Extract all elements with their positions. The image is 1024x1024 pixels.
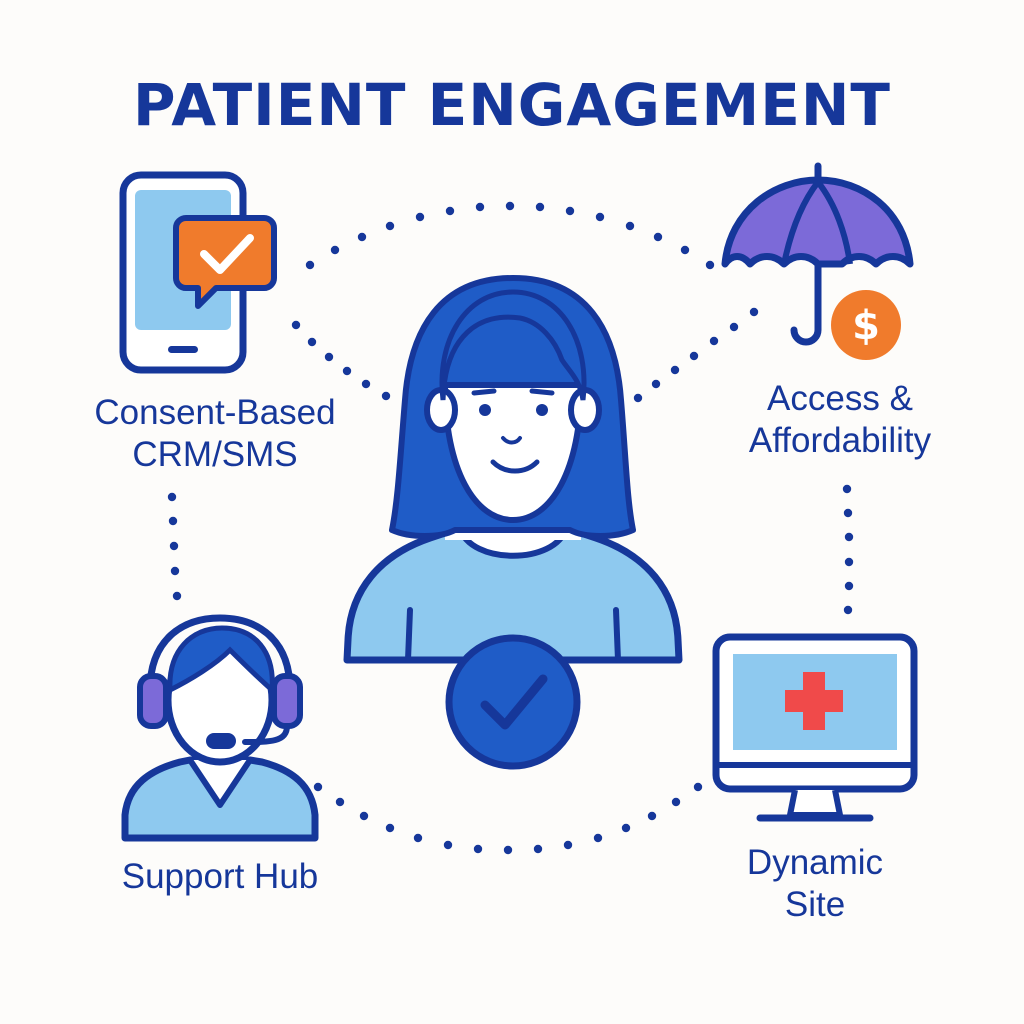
access-label-line1: Access & <box>767 379 913 418</box>
connector-access-to-patient <box>633 307 759 403</box>
dynamic-site-label: Dynamic Site <box>700 842 930 926</box>
support-hub-label: Support Hub <box>70 856 370 898</box>
smartphone-chat-check-icon <box>119 171 277 374</box>
medical-cross-icon <box>785 672 843 730</box>
monitor-medical-cross-icon <box>712 633 918 822</box>
connector-lines <box>167 201 854 855</box>
crm-label-line1: Consent-Based <box>94 393 336 432</box>
dollar-symbol: $ <box>852 303 880 349</box>
check-badge-icon <box>445 634 581 770</box>
chat-bubble-icon <box>173 215 277 309</box>
connector-top-arc <box>305 201 715 270</box>
access-label-line2: Affordability <box>748 421 932 460</box>
patient-avatar-icon <box>343 275 683 770</box>
crm-sms-label: Consent-Based CRM/SMS <box>40 392 390 476</box>
page-title: PATIENT ENGAGEMENT <box>133 71 891 139</box>
site-label-line1: Dynamic <box>746 843 884 882</box>
connector-bottom-arc <box>313 782 703 855</box>
access-affordability-label: Access & Affordability <box>680 378 1000 462</box>
crm-label-line2: CRM/SMS <box>132 435 298 474</box>
site-label-line2: Site <box>784 885 846 924</box>
headset-agent-icon <box>121 614 319 842</box>
check-icon <box>200 234 254 274</box>
connector-right-vertical <box>842 484 854 615</box>
dollar-coin-icon: $ <box>831 290 901 360</box>
connector-left-vertical <box>167 492 182 601</box>
umbrella-dollar-icon: $ <box>721 162 914 360</box>
connector-crm-to-patient <box>291 320 391 401</box>
hub-label-line1: Support Hub <box>121 857 319 896</box>
